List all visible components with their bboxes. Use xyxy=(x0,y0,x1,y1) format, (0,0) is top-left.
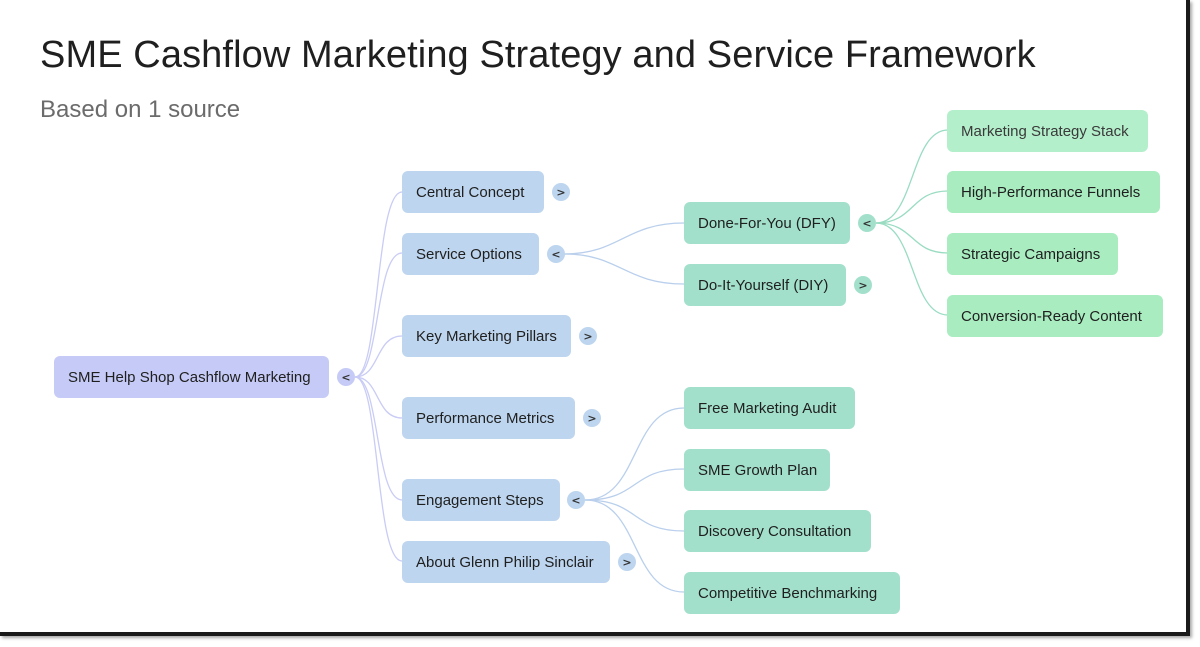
node-label: Free Marketing Audit xyxy=(698,399,837,417)
node-service-options[interactable]: Service Options xyxy=(402,233,539,275)
node-label: Central Concept xyxy=(416,183,525,201)
node-label: Discovery Consultation xyxy=(698,522,852,540)
node-label: Performance Metrics xyxy=(416,409,555,427)
node-label: Competitive Benchmarking xyxy=(698,584,878,602)
node-label: About Glenn Philip Sinclair xyxy=(416,553,594,571)
node-about-glenn-philip-sinclair[interactable]: About Glenn Philip Sinclair xyxy=(402,541,610,583)
node-label: Done-For-You (DFY) xyxy=(698,214,836,232)
node-key-marketing-pillars[interactable]: Key Marketing Pillars xyxy=(402,315,571,357)
expand-toggle-central-concept[interactable]: > xyxy=(552,183,570,201)
node-discovery-consultation[interactable]: Discovery Consultation xyxy=(684,510,871,552)
node-free-marketing-audit[interactable]: Free Marketing Audit xyxy=(684,387,855,429)
root-node-label: SME Help Shop Cashflow Marketing xyxy=(68,368,311,386)
node-strategic-campaigns[interactable]: Strategic Campaigns xyxy=(947,233,1118,275)
node-label: Engagement Steps xyxy=(416,491,544,509)
node-high-performance-funnels[interactable]: High-Performance Funnels xyxy=(947,171,1160,213)
node-label: Do-It-Yourself (DIY) xyxy=(698,276,829,294)
node-label: SME Growth Plan xyxy=(698,461,818,479)
node-do-it-yourself[interactable]: Do-It-Yourself (DIY) xyxy=(684,264,846,306)
node-central-concept[interactable]: Central Concept xyxy=(402,171,544,213)
node-label: High-Performance Funnels xyxy=(961,183,1141,201)
node-label: Service Options xyxy=(416,245,522,263)
node-label: Strategic Campaigns xyxy=(961,245,1101,263)
collapse-toggle-service-options[interactable]: < xyxy=(547,245,565,263)
node-label: Conversion-Ready Content xyxy=(961,307,1142,325)
node-marketing-strategy-stack[interactable]: Marketing Strategy Stack xyxy=(947,110,1148,152)
source-count-subtitle: Based on 1 source xyxy=(40,96,241,123)
node-label: Marketing Strategy Stack xyxy=(961,122,1129,140)
collapse-toggle-engagement-steps[interactable]: < xyxy=(567,491,585,509)
expand-toggle-performance-metrics[interactable]: > xyxy=(583,409,601,427)
node-done-for-you[interactable]: Done-For-You (DFY) xyxy=(684,202,850,244)
node-sme-growth-plan[interactable]: SME Growth Plan xyxy=(684,449,830,491)
expand-toggle-do-it-yourself[interactable]: > xyxy=(854,276,872,294)
collapse-toggle-done-for-you[interactable]: < xyxy=(858,214,876,232)
node-competitive-benchmarking[interactable]: Competitive Benchmarking xyxy=(684,572,900,614)
node-label: Key Marketing Pillars xyxy=(416,327,557,345)
expand-toggle-key-marketing-pillars[interactable]: > xyxy=(579,327,597,345)
node-engagement-steps[interactable]: Engagement Steps xyxy=(402,479,560,521)
expand-toggle-about-glenn-philip-sinclair[interactable]: > xyxy=(618,553,636,571)
node-performance-metrics[interactable]: Performance Metrics xyxy=(402,397,575,439)
page-title: SME Cashflow Marketing Strategy and Serv… xyxy=(40,34,1036,76)
node-conversion-ready-content[interactable]: Conversion-Ready Content xyxy=(947,295,1163,337)
collapse-toggle-root[interactable]: < xyxy=(337,368,355,386)
root-node[interactable]: SME Help Shop Cashflow Marketing xyxy=(54,356,329,398)
